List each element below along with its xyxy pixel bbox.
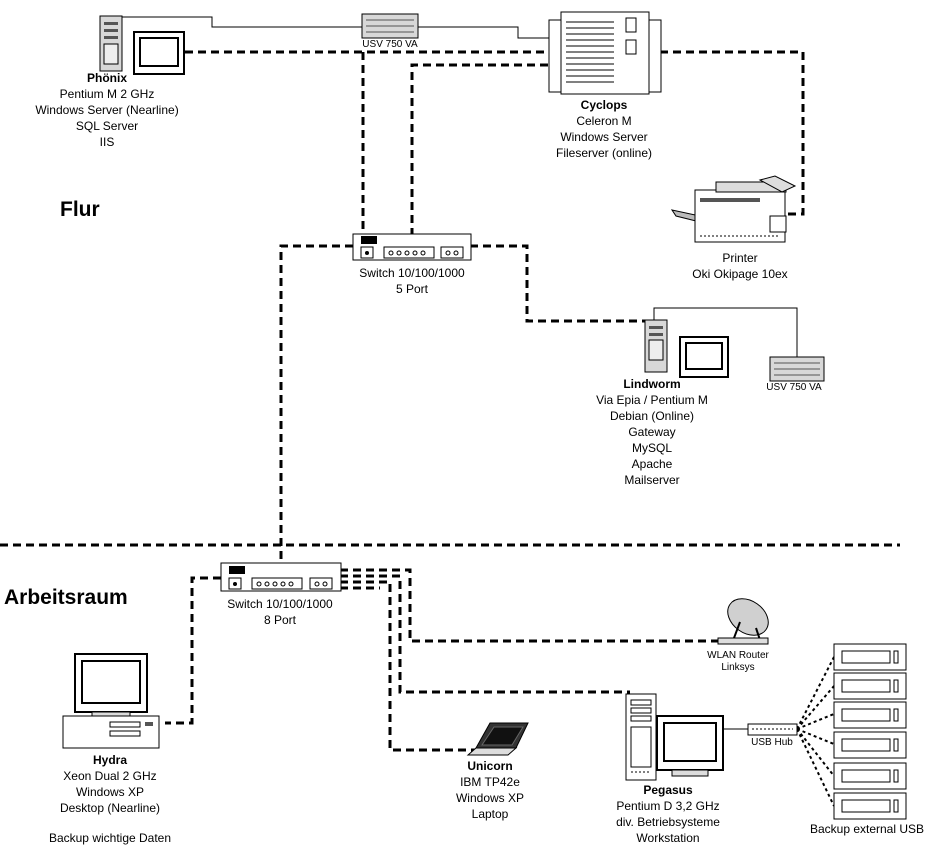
lindworm-line: Gateway [628,425,676,439]
zone-flur-label: Flur [60,198,100,221]
pegasus-label: Pegasus Pentium D 3,2 GHz div. Betriebsy… [598,782,738,846]
lindworm-line: Via Epia / Pentium M [596,393,708,407]
lindworm-tower-icon [644,319,668,373]
wlan-label: WLAN Router Linksys [698,650,778,674]
switch-arbeitsraum-label: Switch 10/100/1000 8 Port [210,596,350,628]
hydra-line [30,816,190,830]
lindworm-label: Lindworm Via Epia / Pentium M Debian (On… [577,376,727,488]
switch-arbeitsraum-line: Switch 10/100/1000 [227,597,333,611]
unicorn-name: Unicorn [467,759,513,773]
usv-right-label: USV 750 VA [766,382,822,393]
phoenix-line: Pentium M 2 GHz [59,87,155,101]
phoenix-tower-icon [99,15,123,72]
usb-drive-icon [833,762,907,790]
printer-icon [670,175,797,243]
pegasus-line: Workstation [636,831,700,845]
lindworm-name: Lindworm [623,377,681,391]
lindworm-line: Mailserver [624,473,680,487]
hydra-name: Hydra [92,753,127,767]
lindworm-monitor-icon [679,336,729,378]
cyclops-line: Fileserver (online) [555,146,653,160]
switch-arbeitsraum-line: 8 Port [263,613,296,627]
usb-drives [833,643,907,820]
switch-flur-line: 5 Port [395,282,428,296]
printer-label: Printer Oki Okipage 10ex [670,250,810,282]
unicorn-label: Unicorn IBM TP42e Windows XP Laptop [430,758,550,822]
usb-drive-icon [833,672,907,700]
cyclops-name: Cyclops [580,98,628,112]
usv-top-label: USV 750 VA [362,39,418,50]
wlan-router-icon [717,598,769,645]
lindworm-line: MySQL [631,441,672,455]
cyclops-label: Cyclops Celeron M Windows Server Fileser… [524,97,684,161]
unicorn-line: Laptop [471,807,509,821]
zone-arbeitsraum-label: Arbeitsraum [4,586,128,609]
lindworm-line: Apache [631,457,673,471]
usb-drive-icon [833,731,907,759]
switch-arbeitsraum-icon [220,562,342,592]
wlan-line: WLAN Router [707,650,769,661]
pegasus-line: div. Betriebsysteme [616,815,720,829]
switch-flur-line: Switch 10/100/1000 [359,266,465,280]
printer-line: Printer [722,251,758,265]
switch-flur-icon [352,233,472,261]
pegasus-monitor-icon [656,715,724,777]
cyclops-line: Windows Server [560,130,648,144]
power-lines [122,16,798,358]
hydra-line: Windows XP [75,785,145,799]
cyclops-server-icon [548,11,662,95]
phoenix-name: Phönix [86,71,127,85]
unicorn-line: Windows XP [455,791,525,805]
phoenix-label: Phönix Pentium M 2 GHz Windows Server (N… [27,70,187,150]
usb-drive-icon [833,701,907,729]
lindworm-line: Debian (Online) [609,409,695,423]
phoenix-monitor-icon [133,31,185,75]
pegasus-tower-icon [625,693,657,781]
hydra-label: Hydra Xeon Dual 2 GHz Windows XP Desktop… [30,752,190,846]
hydra-line: Xeon Dual 2 GHz [63,769,157,783]
pegasus-name: Pegasus [643,783,693,797]
wlan-line: Linksys [721,662,755,673]
pegasus-line: Pentium D 3,2 GHz [616,799,720,813]
cyclops-line: Celeron M [576,114,632,128]
network-links [165,50,805,752]
usb-drive-icon [833,792,907,820]
switch-flur-label: Switch 10/100/1000 5 Port [342,265,482,297]
hydra-line: Backup wichtige Daten [48,831,172,845]
hydra-desktop-icon [62,653,160,749]
printer-line: Oki Okipage 10ex [692,267,788,281]
backup-label: Backup external USB [809,822,925,836]
usv-top-icon [361,13,419,39]
phoenix-line: SQL Server [75,119,139,133]
usb-drive-icon [833,643,907,671]
phoenix-line: IIS [99,135,115,149]
usb-hub-label: USB Hub [751,737,793,748]
unicorn-line: IBM TP42e [460,775,520,789]
usb-links [722,656,835,807]
phoenix-line: Windows Server (Nearline) [35,103,179,117]
unicorn-laptop-icon [466,722,529,756]
usb-hub-icon [747,723,798,736]
usv-right-icon [769,356,825,382]
hydra-line: Desktop (Nearline) [59,801,161,815]
